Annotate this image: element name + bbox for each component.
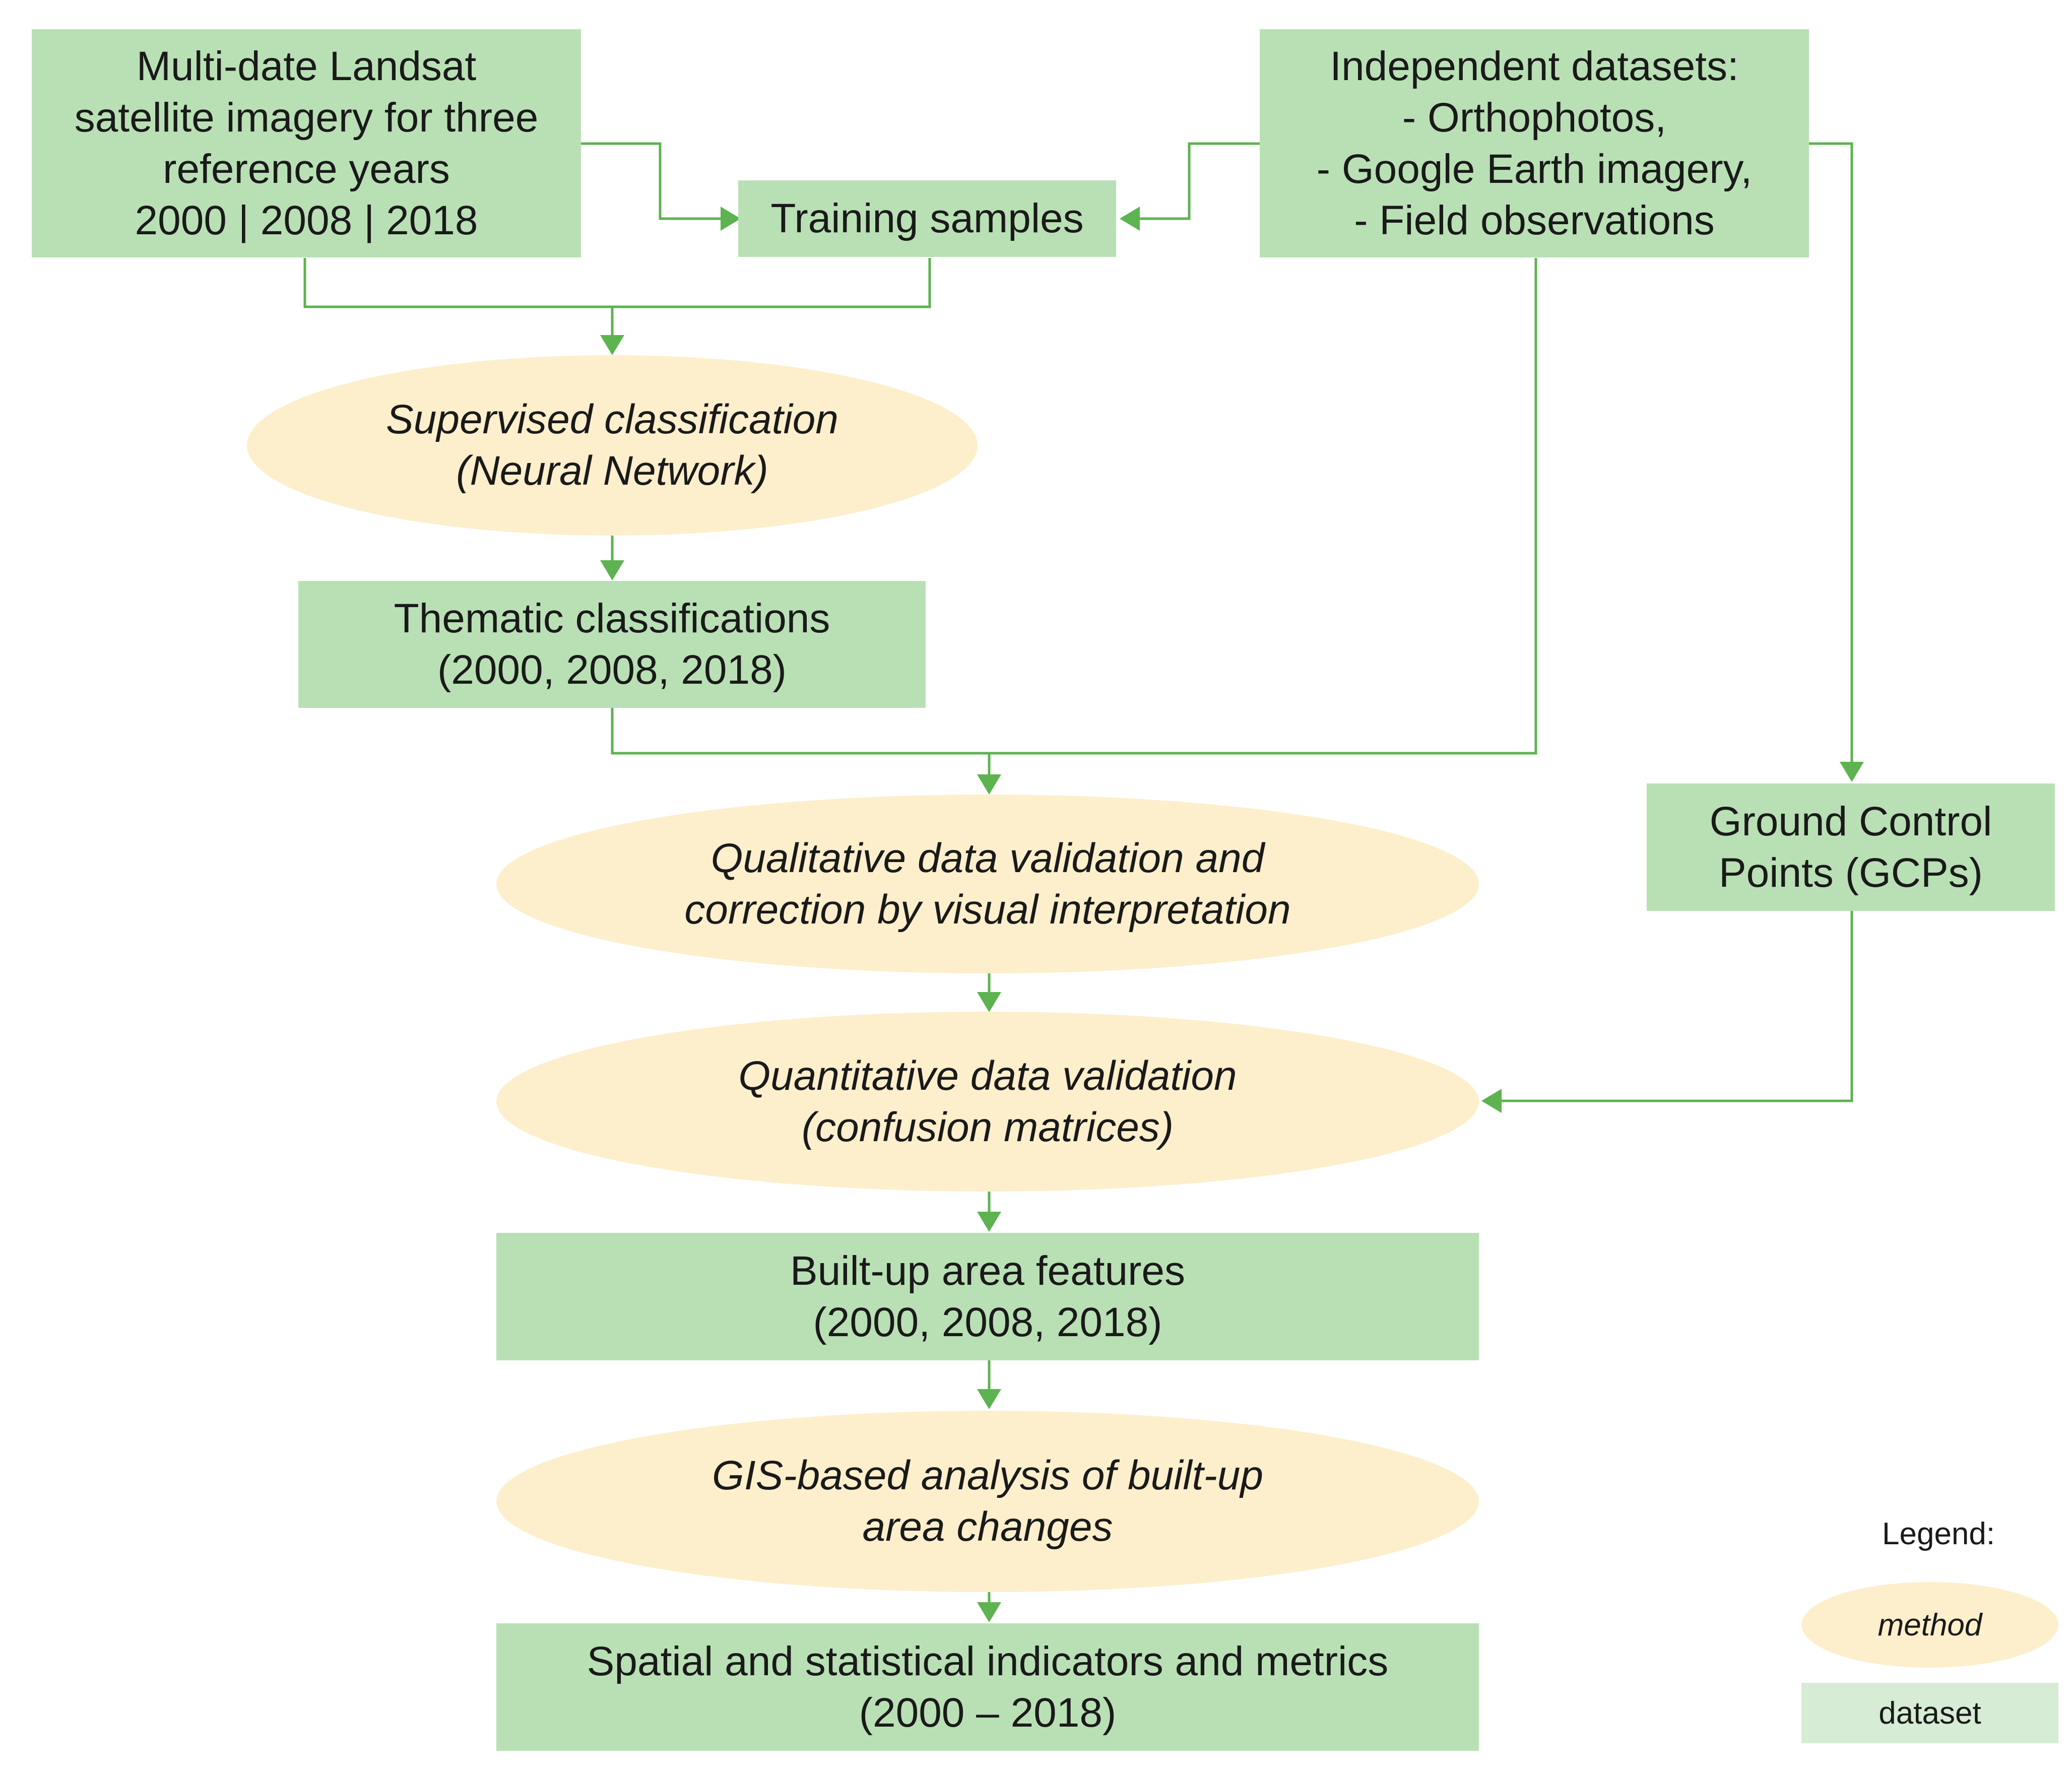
node-supervised-classification-label: Supervised classification (Neural Networ… xyxy=(386,397,838,494)
legend-dataset-swatch: dataset xyxy=(1801,1683,2058,1743)
node-builtup-area-features-label: Built-up area features (2000, 2008, 2018… xyxy=(790,1247,1185,1345)
arrowhead-quantitative-right xyxy=(1481,1089,1502,1113)
node-qualitative-validation: Qualitative data validation and correcti… xyxy=(496,795,1479,973)
connector-independent-gcp xyxy=(1809,142,1853,763)
legend-method-swatch: method xyxy=(1801,1582,2058,1668)
legend-method-label: method xyxy=(1877,1607,1982,1642)
node-landsat-imagery: Multi-date Landsat satellite imagery for… xyxy=(32,29,581,257)
arrowhead-training-left xyxy=(721,207,741,231)
node-landsat-imagery-label: Multi-date Landsat satellite imagery for… xyxy=(74,43,539,243)
arrowhead-training-right xyxy=(1120,207,1140,231)
node-builtup-area-features: Built-up area features (2000, 2008, 2018… xyxy=(496,1233,1479,1360)
node-quantitative-validation-label: Quantitative data validation (confusion … xyxy=(738,1053,1237,1150)
node-training-samples: Training samples xyxy=(738,180,1116,257)
arrowhead-indicators xyxy=(977,1602,1001,1622)
connector-landsat-training xyxy=(580,142,721,220)
connector-gcp-quantitative xyxy=(1502,911,1853,1102)
node-indicators-metrics: Spatial and statistical indicators and m… xyxy=(496,1623,1479,1751)
node-ground-control-points-label: Ground Control Points (GCPs) xyxy=(1709,798,1992,896)
connector-thematic-merge xyxy=(611,258,1537,755)
arrowhead-thematic xyxy=(600,560,624,580)
connector-independent-training xyxy=(1140,142,1260,220)
node-gis-analysis: GIS-based analysis of built-up area chan… xyxy=(496,1411,1479,1592)
node-supervised-classification: Supervised classification (Neural Networ… xyxy=(247,355,978,536)
node-independent-datasets-label: Independent datasets: - Orthophotos, - G… xyxy=(1316,43,1753,243)
legend-title: Legend: xyxy=(1882,1517,1995,1551)
node-ground-control-points: Ground Control Points (GCPs) xyxy=(1647,783,2055,911)
node-indicators-metrics-label: Spatial and statistical indicators and m… xyxy=(587,1638,1389,1736)
arrowhead-gcp xyxy=(1840,762,1864,782)
arrowhead-gis xyxy=(977,1389,1001,1409)
node-thematic-classifications-label: Thematic classifications (2000, 2008, 20… xyxy=(394,596,830,693)
node-independent-datasets: Independent datasets: - Orthophotos, - G… xyxy=(1260,29,1809,257)
node-training-samples-label: Training samples xyxy=(770,195,1084,241)
arrowhead-quantitative xyxy=(977,992,1001,1012)
legend-dataset-label: dataset xyxy=(1879,1695,1981,1731)
node-quantitative-validation: Quantitative data validation (confusion … xyxy=(496,1012,1479,1192)
node-qualitative-validation-label: Qualitative data validation and correcti… xyxy=(684,835,1291,933)
connector-landsat-merge xyxy=(303,258,931,308)
arrowhead-supervised xyxy=(600,335,624,355)
node-gis-analysis-label: GIS-based analysis of built-up area chan… xyxy=(712,1453,1263,1550)
node-thematic-classifications: Thematic classifications (2000, 2008, 20… xyxy=(298,581,926,708)
arrowhead-builtup xyxy=(977,1212,1001,1232)
arrowhead-qualitative xyxy=(977,774,1001,795)
